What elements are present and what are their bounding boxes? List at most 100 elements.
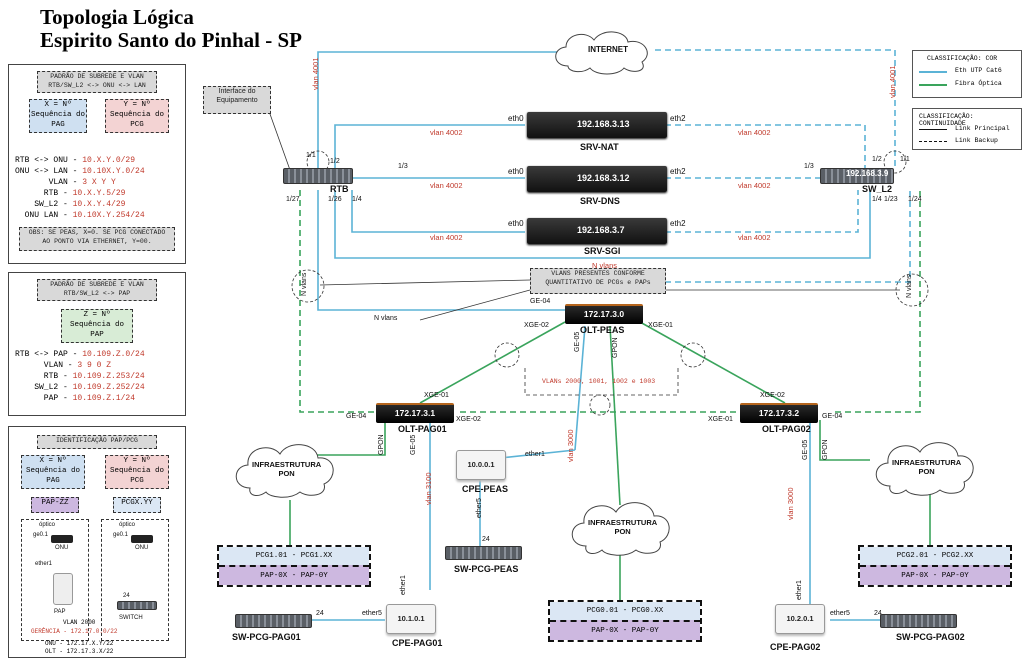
- cpe-port: 24: [874, 610, 882, 617]
- peas-cpe-link: [574, 325, 586, 451]
- olt-peas-ip: 172.17.3.0: [583, 309, 625, 319]
- vlans-callout: VLANS PRESENTES CONFORME QUANTITATIVO DE…: [530, 268, 666, 294]
- nvlans-circle-1: [291, 269, 325, 303]
- rtb-port: 1/26: [328, 196, 342, 203]
- swl2-port: 1/3: [804, 163, 814, 170]
- legend-color-title: CLASSIFICAÇÃO: COR: [927, 55, 998, 62]
- srv-dns[interactable]: 192.168.3.12: [527, 166, 667, 192]
- olt-peas-label: OLT-PEAS: [580, 325, 625, 335]
- rtb-port: 1/1: [306, 152, 316, 159]
- sw-pcg-pag02-label: SW-PCG-PAG02: [896, 632, 965, 642]
- srv-dns-vlan-r: vlan 4002: [738, 181, 771, 190]
- nvlans-label: N vlans: [374, 315, 398, 322]
- nvlans-label: N vlans: [906, 274, 913, 298]
- cpe-peas[interactable]: 10.0.0.1: [456, 450, 506, 480]
- pap-frame: [21, 519, 89, 641]
- olt-pag02-vlan: vlan 3000: [786, 487, 795, 520]
- olt-pag01-label: OLT-PAG01: [398, 424, 447, 434]
- pcg-range: PCG2.01 - PCG2.XX: [860, 547, 1010, 565]
- rtb-port: 1/3: [398, 163, 408, 170]
- cpe-peas-vlan: vlan 3000: [566, 429, 575, 462]
- legend-cont-title: CLASSIFICAÇÃO: CONTINUIDADE: [919, 113, 974, 127]
- pon-cloud-icon: [875, 442, 974, 496]
- rtb-internet-link: [317, 51, 560, 170]
- cpe-pag02[interactable]: 10.2.0.1: [775, 604, 825, 634]
- olt-pag02-label: OLT-PAG02: [762, 424, 811, 434]
- olt-pag01[interactable]: 172.17.3.1: [376, 403, 454, 423]
- port-label: 24: [123, 593, 130, 599]
- cpe-port: ether1: [796, 580, 803, 600]
- pcg-pap-box-peas: PCG0.01 - PCG0.XX PAP-0X - PAP-0Y: [548, 600, 702, 642]
- olt-port: XGE-02: [760, 392, 785, 399]
- olt-port: GE-05: [802, 439, 809, 460]
- rtb-swl2-link: [334, 190, 871, 259]
- panel1-line: ONU LAN - 10.10X.Y.254/24: [15, 211, 145, 220]
- panel1-line: RTB - 10.X.Y.5/29: [15, 189, 126, 198]
- panel3-x-box: X = Nº Sequência do PAG: [21, 455, 85, 489]
- panel1-line: ONU <-> LAN - 10.10X.Y.0/24: [15, 167, 145, 176]
- srv-dns-label: SRV-DNS: [580, 196, 620, 206]
- srv-nat[interactable]: 192.168.3.13: [527, 112, 667, 138]
- onu-label: ONU: [135, 545, 149, 551]
- srv-nat-eth0: eth0: [508, 114, 524, 123]
- swl2-pag02-backup: [835, 190, 921, 413]
- olt-pag02-ip: 172.17.3.2: [758, 408, 800, 418]
- panel3-y-box: Y = Nº Sequência do PCG: [105, 455, 169, 489]
- cpe-port: ether5: [476, 498, 483, 518]
- onu-icon: [131, 535, 153, 543]
- swl2-port: 1/2: [872, 156, 882, 163]
- rtb-label: RTB: [330, 184, 349, 194]
- pag01-pon-link: [300, 420, 386, 456]
- panel2-z-box: Z = Nº Sequência do PAP: [61, 309, 133, 343]
- cpe-pag01[interactable]: 10.1.0.1: [386, 604, 436, 634]
- pon-label: INFRAESTRUTURA PON: [252, 460, 322, 478]
- interface-callout: Interface do Equipamento: [203, 86, 271, 114]
- srv-sgi-vlan-r: vlan 4002: [738, 233, 771, 242]
- olt-peas[interactable]: 172.17.3.0: [565, 304, 643, 324]
- panel2-lines: RTB <-> PAP - 10.109.Z.0/24 VLAN - 3 9 0…: [15, 349, 145, 404]
- cpe-pag01-ip: 10.1.0.1: [397, 614, 425, 623]
- sw-pcg-pag01[interactable]: [235, 614, 312, 628]
- sw-pcg-pag02[interactable]: [880, 614, 957, 628]
- srv-sgi[interactable]: 192.168.3.7: [527, 218, 667, 244]
- srv-dns-ip: 192.168.3.12: [577, 173, 630, 183]
- nat-swl2-link: [665, 124, 866, 170]
- rtb-oltpeas-link: [317, 190, 570, 311]
- olt-port: XGE-02: [524, 322, 549, 329]
- peas-cpe-ether1: [499, 449, 576, 459]
- cpe-port: 24: [482, 536, 490, 543]
- swl2-device[interactable]: [820, 168, 894, 184]
- olt-port: GE-04: [530, 298, 551, 305]
- rtb-sgi-link: [351, 190, 525, 233]
- pcg-range: PCG1.01 - PCG1.XX: [219, 547, 369, 565]
- vlan-label: VLAN 2000: [63, 619, 96, 626]
- pap-range: PAP-0X - PAP-0Y: [860, 565, 1010, 585]
- legend-fibra: Fibra Óptica: [955, 80, 1002, 87]
- olt-pag02[interactable]: 172.17.3.2: [740, 403, 818, 423]
- swl2-port: 1/1: [900, 156, 910, 163]
- panel1-line: SW_L2 - 10.X.Y.4/29: [15, 200, 126, 209]
- nvlans-callout-1: [419, 289, 531, 321]
- panel-subnet-onu: PADRÃO DE SUBREDE E VLAN RTB/SW_L2 <-> O…: [8, 64, 186, 264]
- principal-swatch: [919, 129, 947, 130]
- sw-pcg-pag01-label: SW-PCG-PAG01: [232, 632, 301, 642]
- olt-pag01-ip: 172.17.3.1: [394, 408, 436, 418]
- swl2-label: SW_L2: [862, 184, 893, 194]
- pcg-tag: PCGX.YY: [113, 497, 161, 513]
- olt-port: XGE-01: [424, 392, 449, 399]
- gerencia-label: GERÊNCIA - 172.17.0.0/22: [31, 628, 118, 635]
- srv-dns-vlan-l: vlan 4002: [430, 181, 463, 190]
- vlan-circle-1: [494, 342, 520, 368]
- sw-pcg-peas[interactable]: [445, 546, 522, 560]
- cpe-pag02-label: CPE-PAG02: [770, 642, 821, 652]
- srv-sgi-eth2: eth2: [670, 219, 686, 228]
- pag02-pon-link: [819, 420, 870, 461]
- peas-pag02-link: [639, 321, 786, 404]
- rtb-device[interactable]: [283, 168, 353, 184]
- srv-dns-eth0: eth0: [508, 167, 524, 176]
- panel2-line: VLAN - 3 9 0 Z: [15, 361, 112, 370]
- olt-port: XGE-01: [648, 322, 673, 329]
- nvlans-label: N vlans: [592, 261, 618, 270]
- optico-label: óptico: [119, 522, 136, 528]
- sw-pcg-peas-label: SW-PCG-PEAS: [454, 564, 519, 574]
